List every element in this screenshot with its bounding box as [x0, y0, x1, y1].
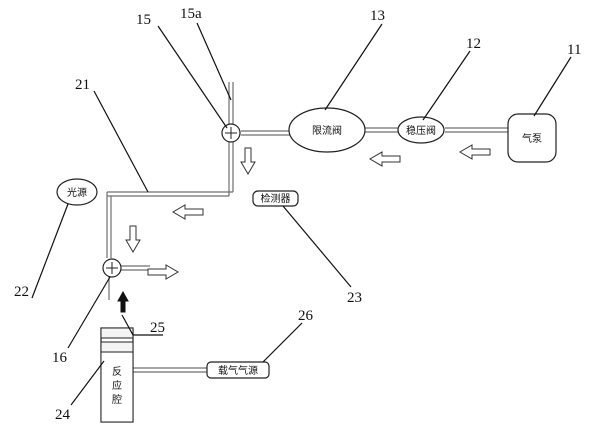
valve-12-label: 稳压阀: [406, 124, 436, 137]
flow-arrow-up-25: [117, 290, 129, 313]
pump-11: 气泵: [507, 113, 557, 163]
valve-13-label: 限流阀: [312, 124, 342, 137]
flow-arrow-right-16: [147, 264, 179, 280]
pipes: [106, 82, 508, 373]
flow-arrow-down-16: [125, 225, 141, 253]
leader-12: [422, 50, 471, 121]
callout-11: 11: [567, 42, 581, 58]
leader-13: [324, 23, 383, 111]
pump-11-label: 气泵: [522, 132, 542, 145]
pipe-15-down: [228, 142, 234, 196]
pipe-12-to-11: [445, 127, 508, 133]
chamber-char-2: 应: [112, 379, 122, 392]
flow-arrow-left-21: [172, 204, 204, 220]
leader-15a: [196, 22, 232, 101]
flow-arrow-left-pump: [459, 144, 491, 160]
chamber-char-1: 反: [112, 366, 122, 378]
detector-23: 检测器: [252, 190, 299, 207]
pipe-carrier-gas: [133, 367, 207, 373]
callout-25: 25: [150, 320, 165, 336]
pipe-13-to-12: [365, 127, 398, 133]
pipe-21-down: [106, 196, 112, 258]
callout-23: 23: [347, 290, 362, 306]
pipe-21-horizontal: [106, 191, 233, 197]
callout-12: 12: [466, 36, 481, 52]
pipe-15a-top: [228, 82, 234, 128]
valve-13: 限流阀: [288, 107, 366, 153]
leader-21: [93, 90, 149, 193]
callout-21: 21: [75, 77, 90, 93]
carrier-gas-source-26: 载气气源: [206, 361, 270, 379]
leader-16: [67, 276, 111, 349]
callout-13: 13: [370, 8, 385, 24]
leader-26: [262, 322, 303, 363]
callout-22: 22: [14, 284, 29, 300]
callout-15: 15: [136, 12, 151, 28]
pipe-15-to-13: [241, 130, 290, 136]
junction-16: [102, 258, 122, 278]
junction-15: [221, 123, 241, 143]
leader-lines: [31, 22, 572, 406]
callout-15a: 15a: [180, 6, 202, 22]
light-source-22: 光源: [56, 178, 98, 206]
detector-23-label: 检测器: [261, 192, 291, 205]
leader-11: [533, 56, 572, 117]
callout-26: 26: [298, 308, 314, 324]
flow-arrow-left-valve: [369, 151, 401, 167]
valve-12: 稳压阀: [397, 116, 445, 144]
leader-22: [31, 203, 69, 299]
chamber-char-3: 腔: [112, 393, 122, 406]
leader-23: [282, 205, 352, 288]
reaction-chamber-24: 反 应 腔: [100, 327, 134, 423]
callout-numbers: 15a 15 13 12 11 21 22 23 25 26 16 24: [14, 6, 581, 423]
leader-15: [157, 25, 228, 129]
pipe-16-outlet: [121, 265, 150, 271]
leader-24: [70, 360, 105, 406]
leader-25: [121, 314, 163, 336]
flow-arrow-down-15: [240, 147, 256, 175]
callout-24: 24: [55, 407, 71, 423]
light-source-22-label: 光源: [67, 186, 87, 199]
carrier-gas-26-label: 载气气源: [218, 364, 258, 377]
flow-arrows: [117, 144, 491, 313]
callout-16: 16: [52, 350, 68, 366]
